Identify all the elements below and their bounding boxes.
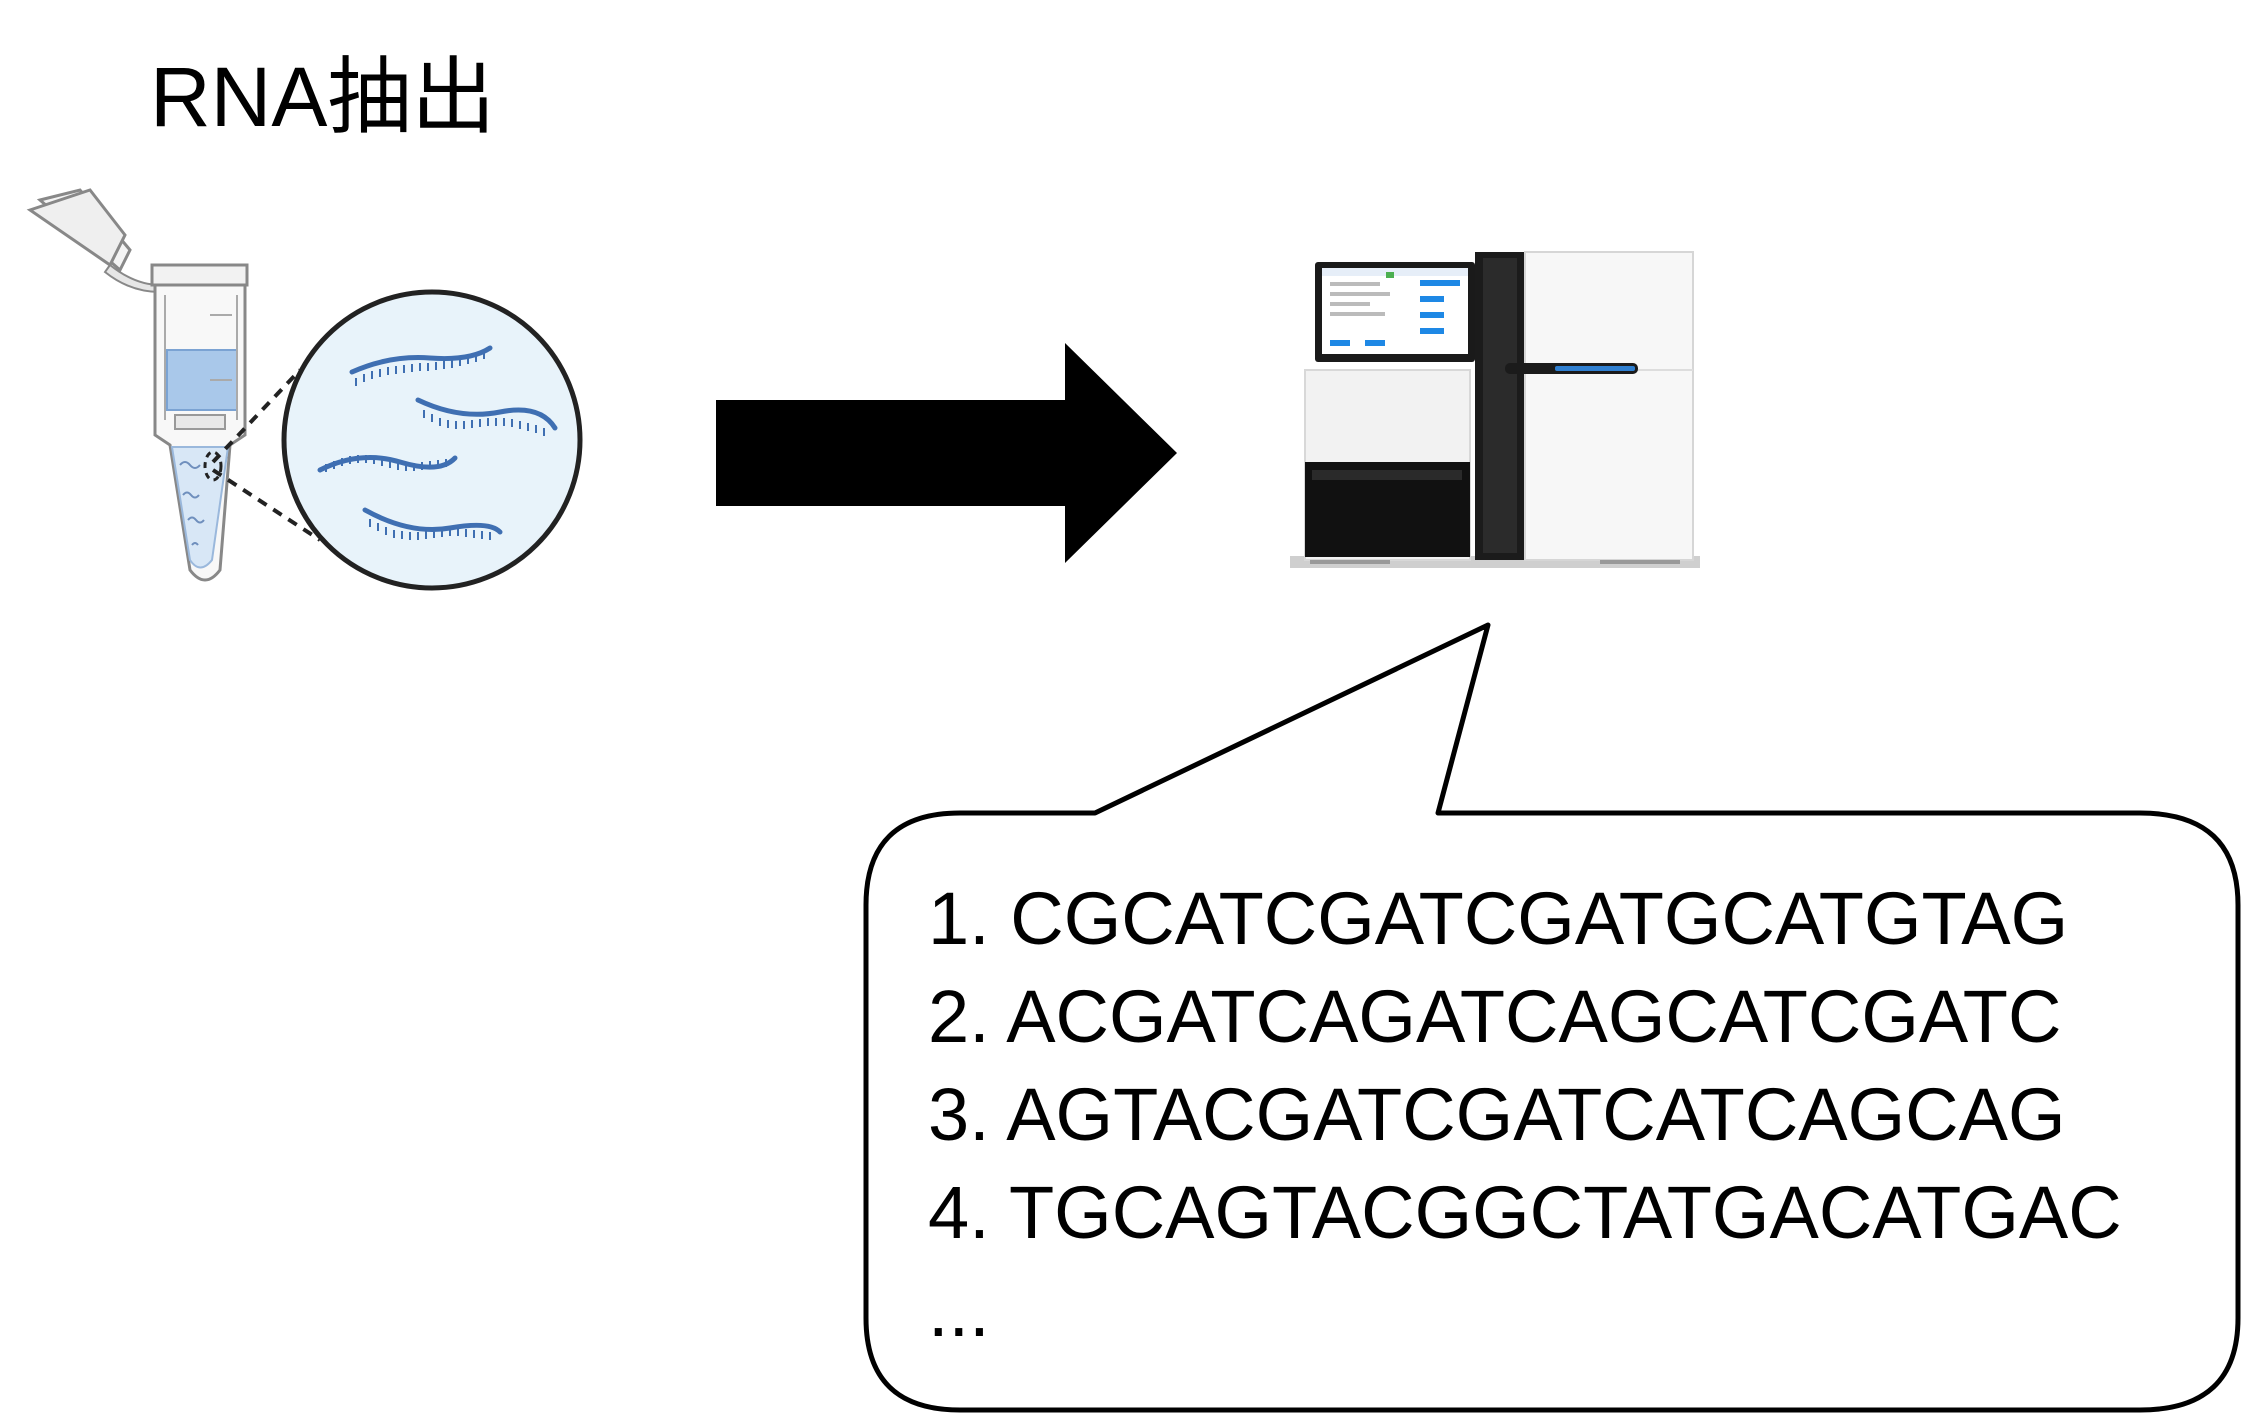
title-rna-extraction: RNA抽出 <box>150 50 496 144</box>
read-line: 1. CGCATCGATCGATGCATGTAG <box>928 877 2069 960</box>
tube-rim <box>150 263 249 287</box>
read-line: 2. ACGATCAGATCAGCATCGATC <box>928 975 2062 1058</box>
tube-lid <box>26 188 161 294</box>
read-line: 3. AGTACGATCGATCATCAGCAG <box>928 1073 2066 1156</box>
magnified-rna-circle <box>281 289 583 591</box>
process-arrow-icon <box>716 343 1177 563</box>
zoom-lines <box>203 368 322 542</box>
sequencer-machine-icon <box>1290 251 1700 568</box>
speech-bubble <box>863 622 2241 1413</box>
sequence-reads-list: 1. CGCATCGATCGATGCATGTAG 2. ACGATCAGATCA… <box>928 870 2122 1360</box>
tube-tip-liquid <box>170 446 230 569</box>
read-ellipsis: ... <box>928 1269 990 1352</box>
microcentrifuge-tube-icon <box>26 188 249 582</box>
read-line: 4. TGCAGTACGGCTATGACATGAC <box>928 1171 2122 1254</box>
